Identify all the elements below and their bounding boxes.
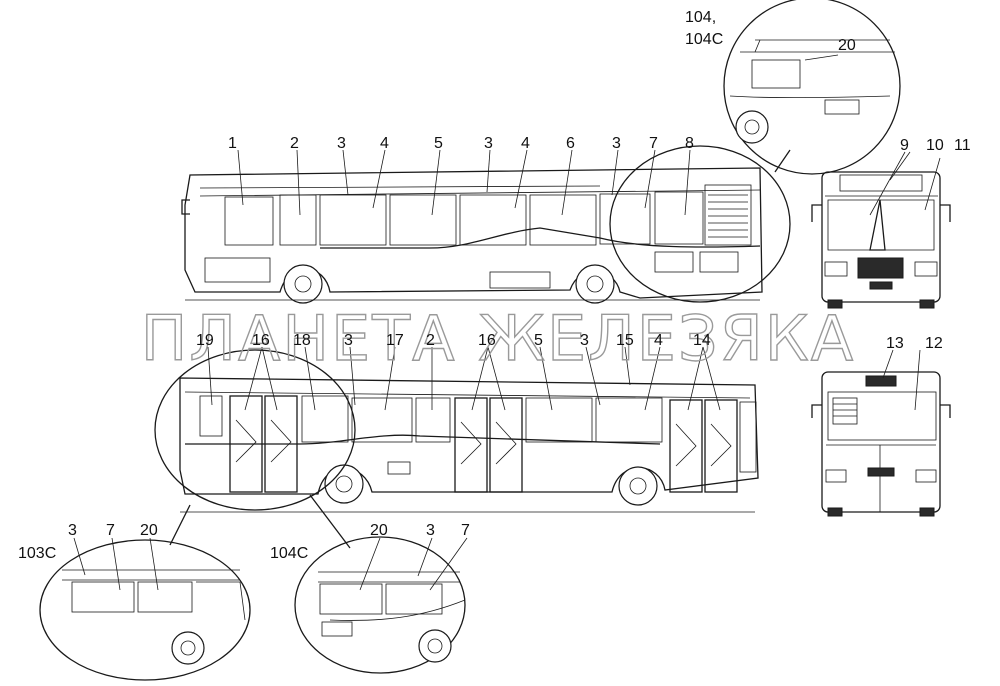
front-wheel (283, 264, 323, 304)
callout-20b: 20 (140, 522, 158, 539)
callout-7b: 7 (106, 522, 115, 539)
callout-8: 8 (685, 135, 694, 152)
callout-104c-top: 104С (685, 31, 723, 48)
callout-3: 3 (337, 135, 346, 152)
detail-ellipse-rear (609, 145, 791, 303)
callout-104c-bottom: 104С (270, 545, 308, 562)
callout-10: 10 (926, 137, 944, 154)
detail-circle-103c (39, 539, 251, 681)
bus-side-view-bottom (179, 377, 759, 513)
detail-circle-104c (294, 536, 466, 674)
callout-14: 14 (693, 332, 711, 349)
callout-16b: 16 (478, 332, 496, 349)
callout-3b: 3 (484, 135, 493, 152)
callout-5b: 5 (534, 332, 543, 349)
rear-grille (708, 194, 748, 238)
rear-view-grille (832, 397, 858, 425)
callout-4: 4 (380, 135, 389, 152)
callout-5: 5 (434, 135, 443, 152)
bus-rear-view (811, 371, 951, 517)
bus-front-view (811, 171, 951, 309)
callout-3f: 3 (68, 522, 77, 539)
callout-16a: 16 (252, 332, 270, 349)
callout-3c: 3 (612, 135, 621, 152)
callout-13: 13 (886, 335, 904, 352)
callout-labels: 1 2 3 4 5 3 4 6 3 7 8 9 10 11 104, 104С … (18, 9, 971, 562)
bottom-rear-wheel (324, 464, 364, 504)
callout-7c: 7 (461, 522, 470, 539)
doors-middle (454, 397, 523, 493)
callout-2b: 2 (426, 332, 435, 349)
callout-3g: 3 (426, 522, 435, 539)
callout-17: 17 (386, 332, 404, 349)
callout-12: 12 (925, 335, 943, 352)
callout-3d: 3 (344, 332, 353, 349)
leader-lines (73, 39, 941, 591)
callout-104: 104, (685, 9, 716, 26)
callout-15: 15 (616, 332, 634, 349)
callout-20-top: 20 (838, 37, 856, 54)
callout-3e: 3 (580, 332, 589, 349)
callout-7: 7 (649, 135, 658, 152)
callout-11: 11 (954, 137, 971, 154)
detail-ellipse-bottom (154, 349, 356, 511)
callout-4b: 4 (521, 135, 530, 152)
callout-18: 18 (293, 332, 311, 349)
callout-4c: 4 (654, 332, 663, 349)
watermark: ПЛАНЕТА ЖЕЛЕЗЯКА (141, 302, 855, 375)
callout-103c: 103С (18, 545, 56, 562)
callout-9: 9 (900, 137, 909, 154)
callout-19: 19 (196, 332, 214, 349)
detail-circle-104 (723, 0, 901, 175)
bus-side-view-top (181, 167, 763, 304)
bottom-front-wheel (618, 466, 658, 506)
callout-1: 1 (228, 135, 237, 152)
doors-front (669, 399, 738, 493)
rear-wheel (575, 264, 615, 304)
callout-6: 6 (566, 135, 575, 152)
callout-20c: 20 (370, 522, 388, 539)
callout-2: 2 (290, 135, 299, 152)
